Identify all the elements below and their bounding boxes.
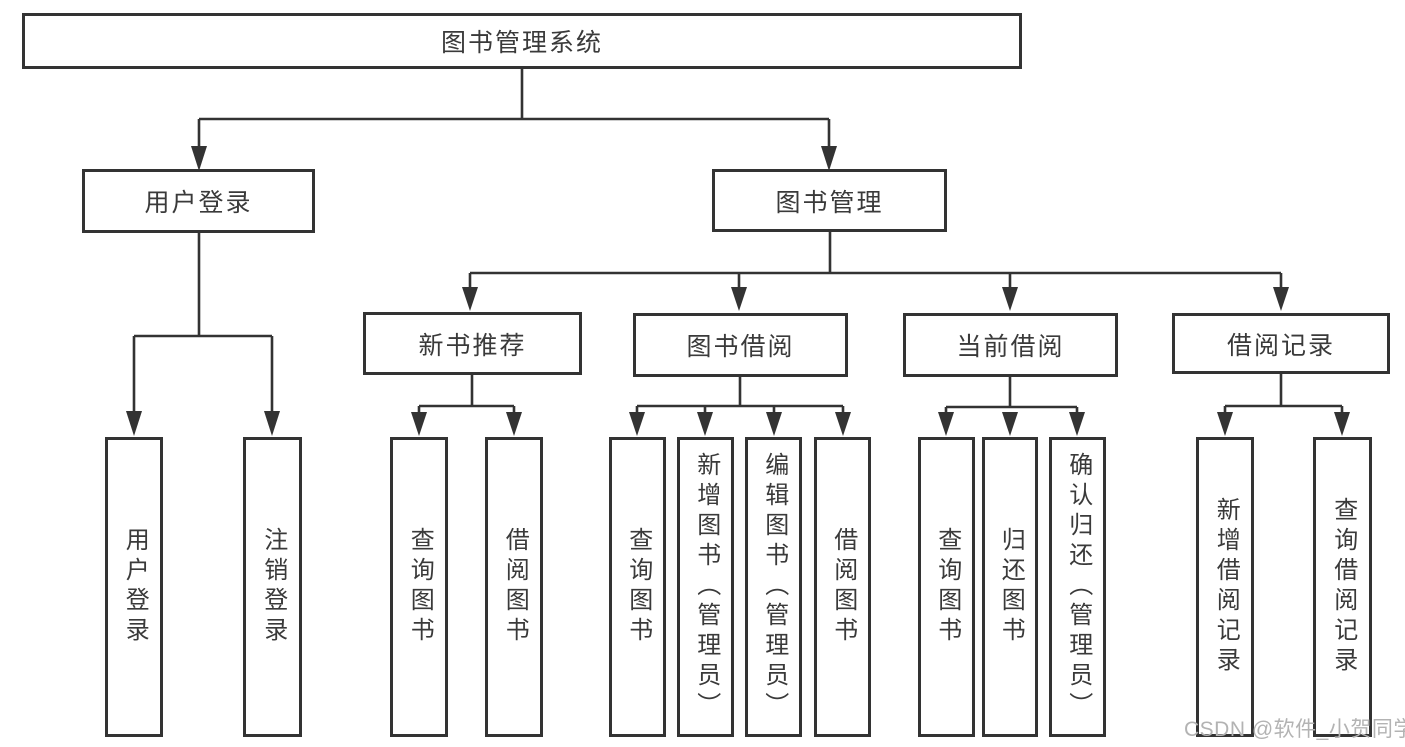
leaf-user-login-label: 用户登录: [121, 527, 149, 647]
leaf-query-borrow-record-label: 查询借阅记录: [1329, 497, 1357, 677]
leaf-borrowing-query-book: 查询图书: [609, 437, 666, 737]
node-current-borrowing: 当前借阅: [903, 313, 1118, 377]
leaf-edit-book-admin: 编辑图书（管理员）: [745, 437, 802, 737]
node-new-book-recommendation: 新书推荐: [363, 312, 582, 375]
node-root: 图书管理系统: [22, 13, 1022, 69]
node-book-borrowing: 图书借阅: [633, 313, 848, 377]
leaf-current-query-book: 查询图书: [918, 437, 975, 737]
leaf-logout-label: 注销登录: [259, 527, 287, 647]
watermark-text: CSDN @软件_小贺同学: [1184, 718, 1405, 741]
leaf-return-book-label: 归还图书: [997, 527, 1025, 647]
leaf-borrowing-borrow-book-label: 借阅图书: [829, 527, 857, 647]
leaf-edit-book-admin-label: 编辑图书（管理员）: [760, 452, 788, 722]
leaf-confirm-return-admin-label: 确认归还（管理员）: [1064, 452, 1092, 722]
leaf-user-login: 用户登录: [105, 437, 163, 737]
leaf-add-book-admin: 新增图书（管理员）: [677, 437, 734, 737]
leaf-logout: 注销登录: [243, 437, 302, 737]
leaf-current-query-book-label: 查询图书: [933, 527, 961, 647]
leaf-recommend-borrow-book: 借阅图书: [485, 437, 543, 737]
leaf-add-borrow-record-label: 新增借阅记录: [1212, 497, 1240, 677]
node-user-login: 用户登录: [82, 169, 315, 233]
leaf-add-book-admin-label: 新增图书（管理员）: [692, 452, 720, 722]
leaf-add-borrow-record: 新增借阅记录: [1196, 437, 1254, 737]
leaf-query-borrow-record: 查询借阅记录: [1313, 437, 1372, 737]
node-borrowing-records: 借阅记录: [1172, 313, 1390, 374]
leaf-borrowing-query-book-label: 查询图书: [624, 527, 652, 647]
leaf-borrowing-borrow-book: 借阅图书: [814, 437, 871, 737]
leaf-return-book: 归还图书: [982, 437, 1038, 737]
leaf-recommend-query-book: 查询图书: [390, 437, 448, 737]
leaf-recommend-query-book-label: 查询图书: [406, 527, 434, 647]
leaf-recommend-borrow-book-label: 借阅图书: [501, 527, 529, 647]
leaf-confirm-return-admin: 确认归还（管理员）: [1049, 437, 1106, 737]
node-book-management: 图书管理: [712, 169, 947, 232]
